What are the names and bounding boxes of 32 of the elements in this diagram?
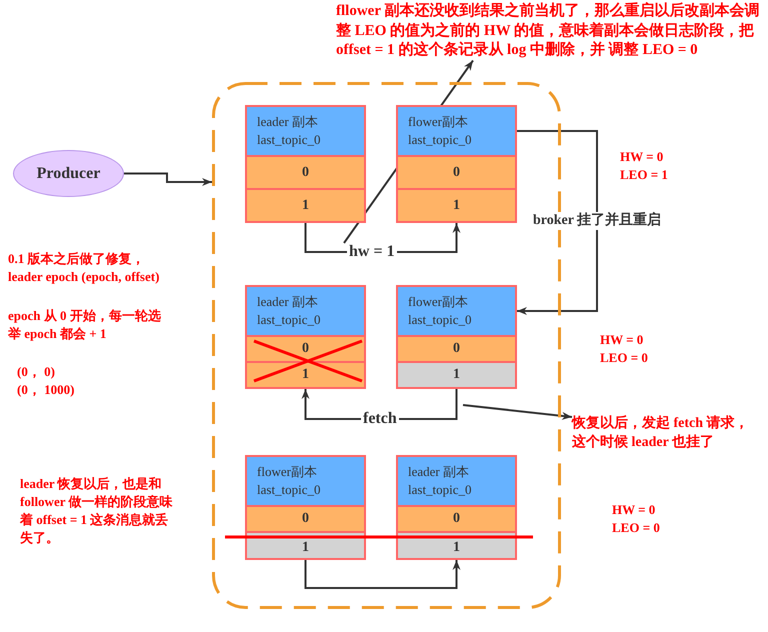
annotation: 恢复以后，发起 fetch 请求，这个时候 leader 也挂了 xyxy=(572,414,762,452)
offset-cell: 1 xyxy=(396,188,517,223)
annotation: (0， 1000) xyxy=(17,381,74,399)
status-text: HW = 0 LEO = 1 xyxy=(620,148,669,184)
annotation: 0.1 版本之后做了修复，leader epoch (epoch, offset) xyxy=(8,250,160,286)
offset-cell: 1 xyxy=(396,361,517,389)
replica-header: flower副本 last_topic_0 xyxy=(245,455,366,507)
annotation: (0， 0) xyxy=(17,363,55,381)
offset-cell: 0 xyxy=(396,505,517,533)
pointer-arrow xyxy=(462,404,572,420)
arrow xyxy=(124,172,212,186)
offset-cell: 0 xyxy=(245,505,366,533)
offset-cell: 0 xyxy=(245,155,366,190)
ellipse-node: Producer xyxy=(13,150,124,197)
status-text: HW = 0 LEO = 0 xyxy=(612,501,661,537)
replica-header: flower副本 last_topic_0 xyxy=(396,285,517,337)
arrow xyxy=(517,130,598,315)
offset-cell: 0 xyxy=(396,155,517,190)
annotation: epoch 从 0 开始，每一轮选举 epoch 都会 + 1 xyxy=(8,307,162,343)
status-text: HW = 0 LEO = 0 xyxy=(600,331,649,367)
replica-header: leader 副本 last_topic_0 xyxy=(245,105,366,157)
offset-cell: 1 xyxy=(396,531,517,560)
offset-cell: 0 xyxy=(396,335,517,363)
annotation: fllower 副本还没收到结果之前当机了，那么重启以后改副本会调整 LEO 的值为之前的 HW 的值，意味着副本会做日志阶段，把 offset = 1 的这个条记录从 log 中删除，并 调整 LEO = 0 xyxy=(336,2,764,60)
offset-cell: 1 xyxy=(245,361,366,389)
offset-cell: 1 xyxy=(245,188,366,223)
offset-cell: 1 xyxy=(245,531,366,560)
replica-header: leader 副本 last_topic_0 xyxy=(245,285,366,337)
arrow xyxy=(304,560,460,589)
annotation: leader 恢复以后，也是和 follower 做一样的阶段意味着 offset = 1 这条消息就丢失了。 xyxy=(20,475,174,547)
replica-header: flower副本 last_topic_0 xyxy=(396,105,517,157)
replica-header: leader 副本 last_topic_0 xyxy=(396,455,517,507)
